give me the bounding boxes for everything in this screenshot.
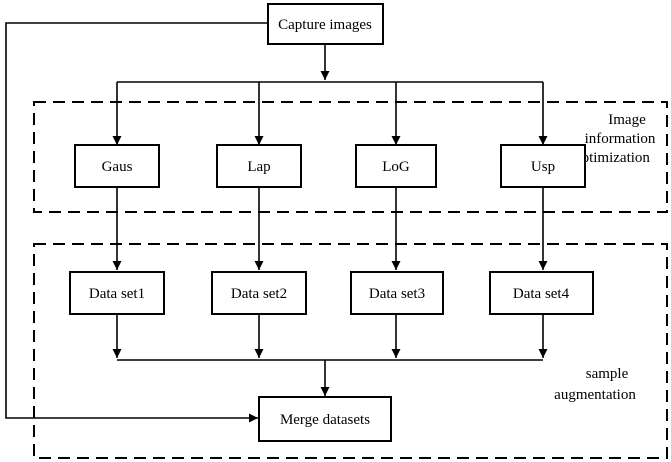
- node-label-gaus: Gaus: [102, 159, 133, 175]
- node-label-usp: Usp: [531, 159, 555, 175]
- node-capture-images: Capture images: [267, 3, 384, 45]
- group-label-optimization-line2: information: [585, 131, 656, 147]
- edge-capture-bypass-to-merge: [5, 22, 268, 423]
- group-label-optimization-line1: Image: [608, 112, 646, 128]
- group-label-optimization-line3: optimization: [574, 150, 650, 166]
- node-label-log: LoG: [382, 159, 410, 175]
- node-data-set4: Data set4: [489, 271, 594, 315]
- node-label-data3: Data set3: [369, 286, 425, 302]
- group-sample-augmentation: [33, 243, 668, 459]
- group-label-augmentation-line1: sample: [586, 366, 629, 382]
- node-merge-datasets: Merge datasets: [258, 396, 392, 442]
- node-gaus: Gaus: [74, 144, 160, 188]
- node-data-set2: Data set2: [211, 271, 307, 315]
- node-data-set1: Data set1: [69, 271, 165, 315]
- node-lap: Lap: [216, 144, 302, 188]
- group-label-augmentation-line2: augmentation: [554, 387, 636, 403]
- node-label-data2: Data set2: [231, 286, 287, 302]
- group-image-information-optimization: [33, 101, 668, 213]
- node-usp: Usp: [500, 144, 586, 188]
- node-label-data1: Data set1: [89, 286, 145, 302]
- node-log: LoG: [355, 144, 437, 188]
- node-data-set3: Data set3: [350, 271, 444, 315]
- node-label-capture: Capture images: [278, 17, 372, 33]
- node-label-data4: Data set4: [513, 286, 570, 302]
- node-label-lap: Lap: [247, 159, 270, 175]
- node-label-merge: Merge datasets: [280, 412, 370, 428]
